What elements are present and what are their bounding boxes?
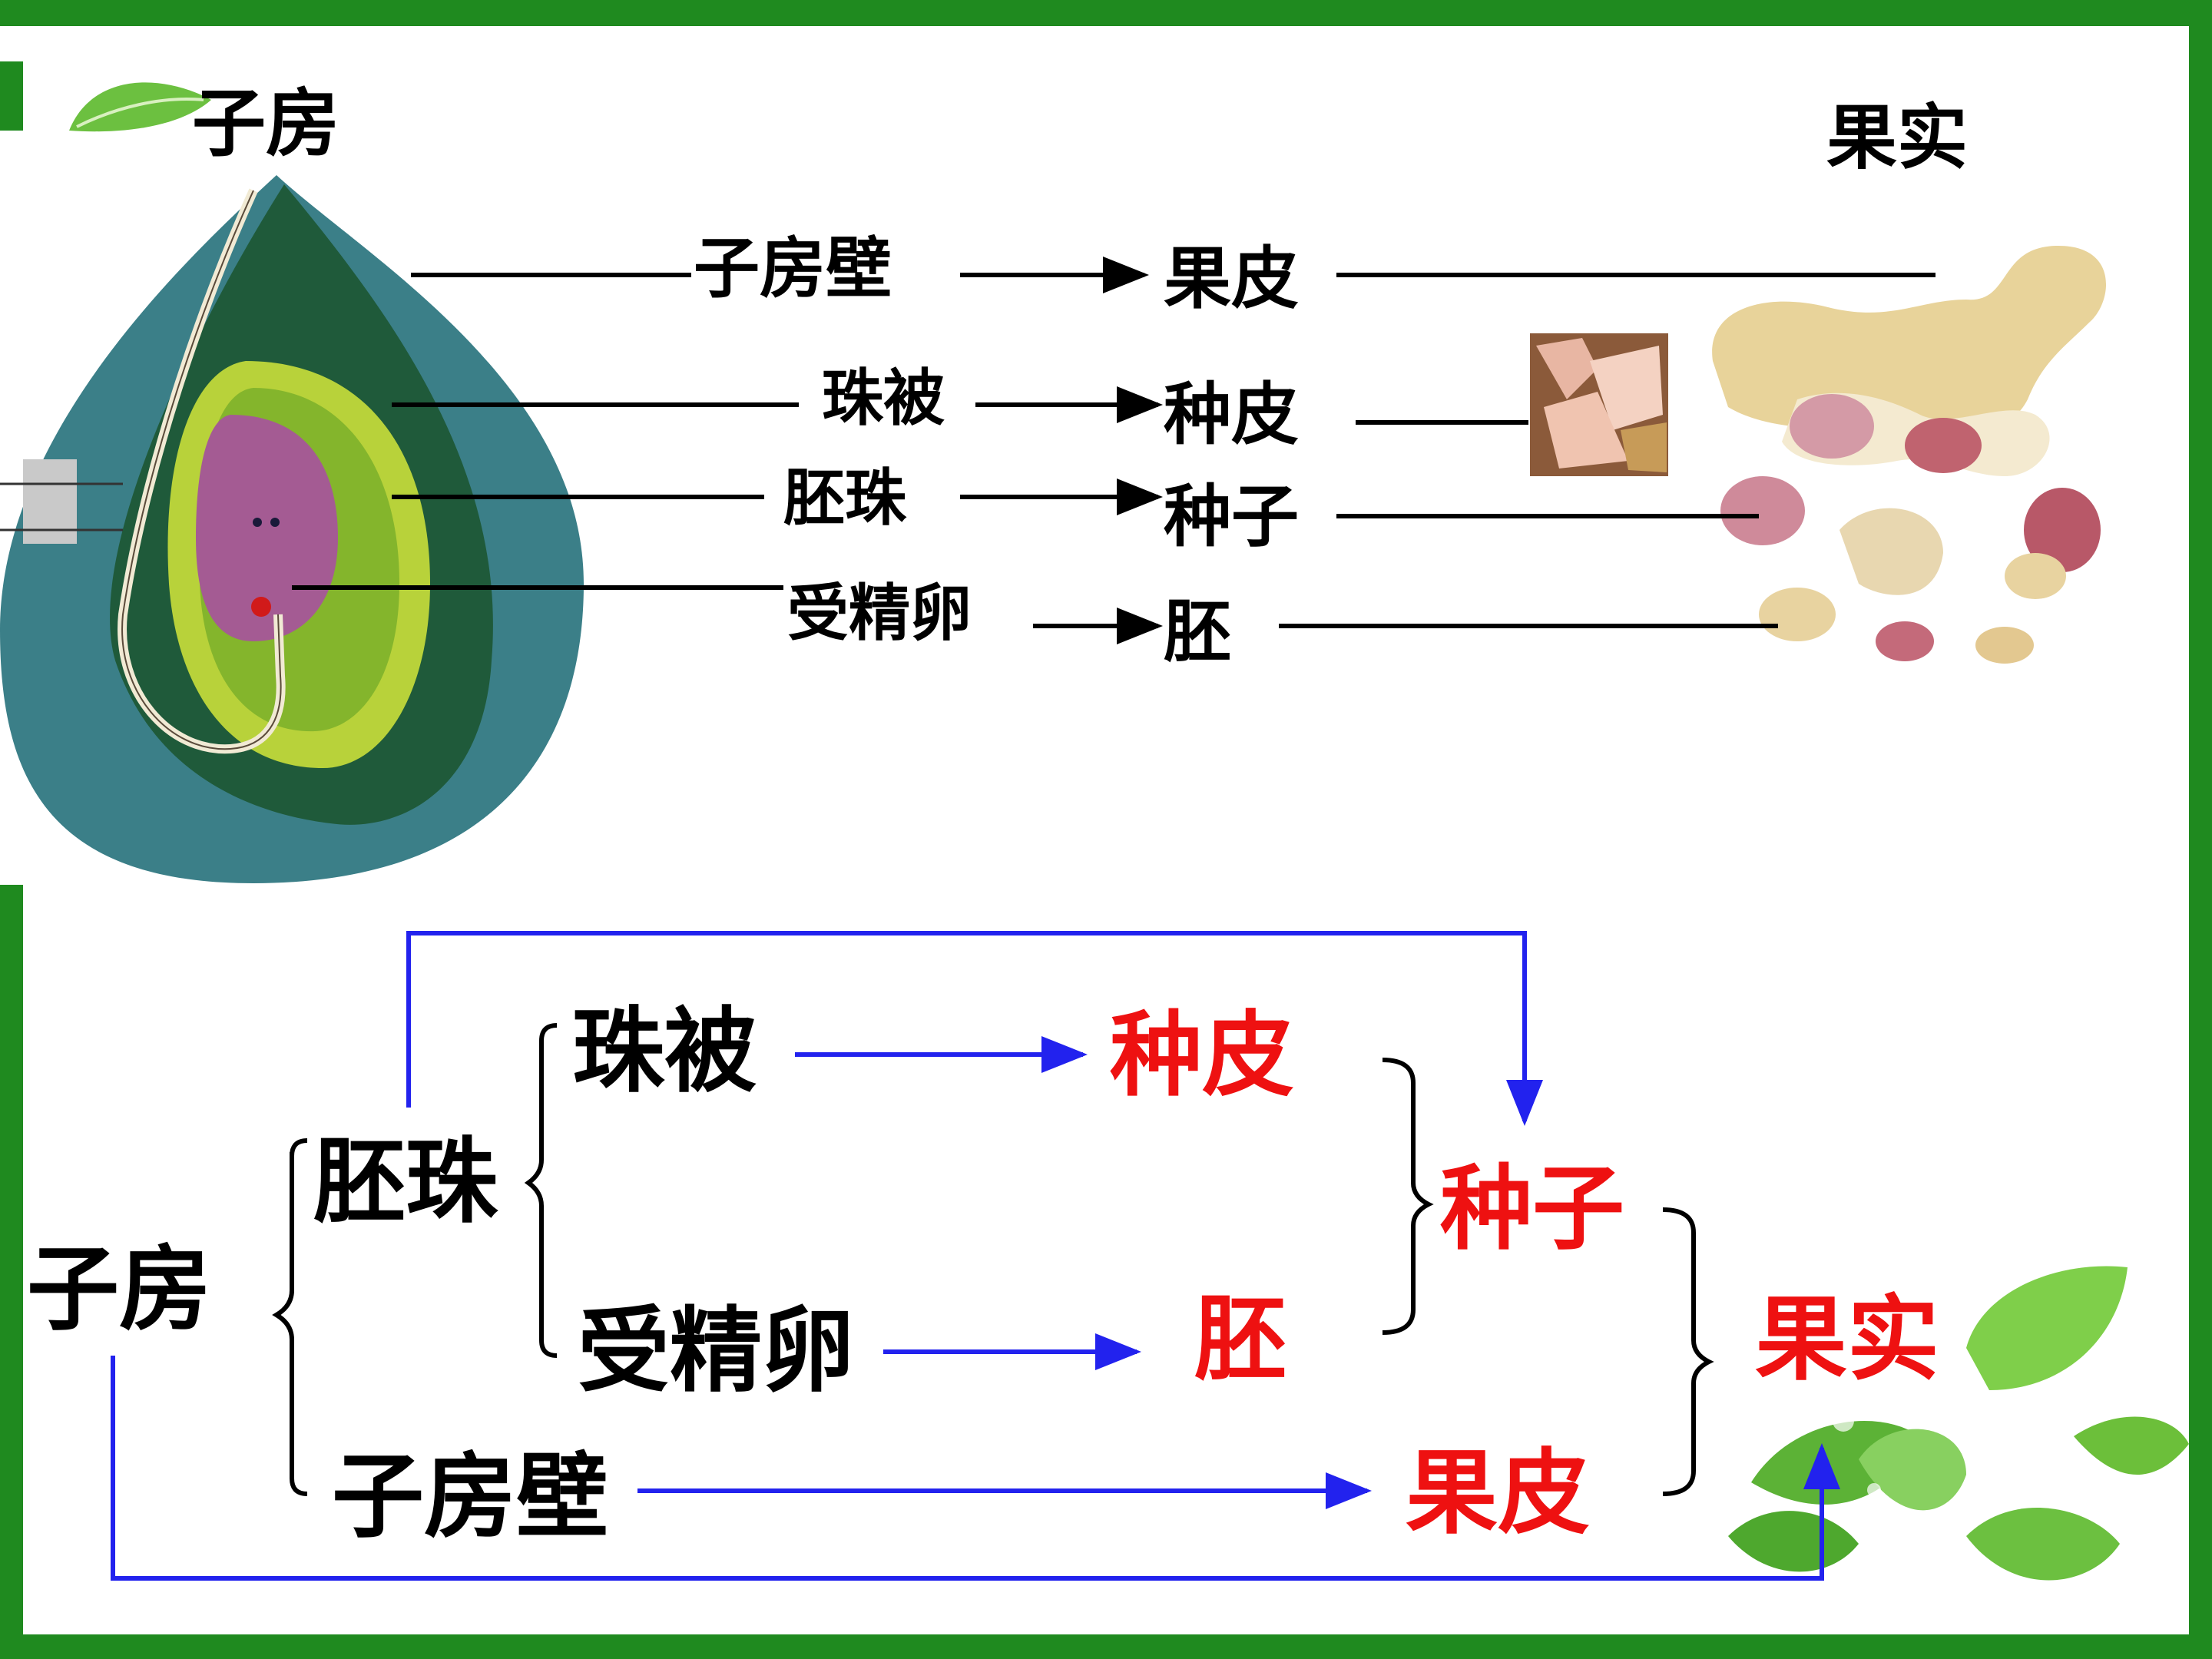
bottom-label-ovary-wall: 子房壁 <box>332 1444 608 1551</box>
brace-ovary <box>272 1138 308 1496</box>
top-ovary-title: 子房 <box>192 80 339 167</box>
top-label-ovary-wall: 子房壁 <box>694 230 892 307</box>
bottom-label-integument: 珠被 <box>572 998 757 1105</box>
slide-frame-top <box>0 0 2212 26</box>
top-label-seed-coat: 种皮 <box>1164 374 1300 454</box>
brace-fruit <box>1662 1207 1714 1496</box>
bottom-label-embryo: 胚 <box>1194 1286 1286 1393</box>
top-label-seed: 种子 <box>1164 476 1300 556</box>
bottom-label-fruit: 果实 <box>1755 1286 1939 1393</box>
bottom-label-ovule: 胚珠 <box>313 1129 498 1236</box>
top-label-pericarp: 果皮 <box>1164 238 1300 318</box>
ovary-cross-section-image <box>0 175 584 885</box>
leaf-top-left-image <box>69 82 211 132</box>
top-fruit-title: 果实 <box>1826 96 1969 179</box>
top-label-ovule: 胚珠 <box>783 462 906 534</box>
bottom-label-seed-coat: 种皮 <box>1110 1002 1294 1109</box>
arrow-ovary-to-fruit-bottom <box>111 1356 1840 1581</box>
bottom-label-zygote: 受精卵 <box>578 1298 854 1405</box>
seed-coat-photo <box>1530 333 1668 476</box>
bottom-braces <box>272 1023 1714 1496</box>
top-label-integument: 珠被 <box>822 362 945 434</box>
slide-frame-bottom <box>0 1634 2212 1659</box>
bottom-label-seed: 种子 <box>1440 1156 1624 1263</box>
slide-frame-left-bottom <box>0 883 23 1659</box>
top-label-embryo: 胚 <box>1164 591 1232 671</box>
brace-ovule <box>524 1023 558 1358</box>
peanut-illustration <box>1712 246 2107 664</box>
top-connectors <box>292 257 1936 644</box>
slide-frame-left-top <box>0 61 23 131</box>
bottom-label-pericarp: 果皮 <box>1406 1440 1590 1547</box>
leaves-bottom-right-image <box>1728 1266 2189 1581</box>
bottom-label-ovary: 子房 <box>27 1237 211 1343</box>
top-label-zygote: 受精卵 <box>787 577 972 649</box>
arrow-ovule-to-seed-bottom <box>406 931 1543 1126</box>
slide-frame-right <box>2189 0 2212 1659</box>
bottom-arrows <box>111 931 1840 1581</box>
brace-seed <box>1382 1058 1434 1335</box>
